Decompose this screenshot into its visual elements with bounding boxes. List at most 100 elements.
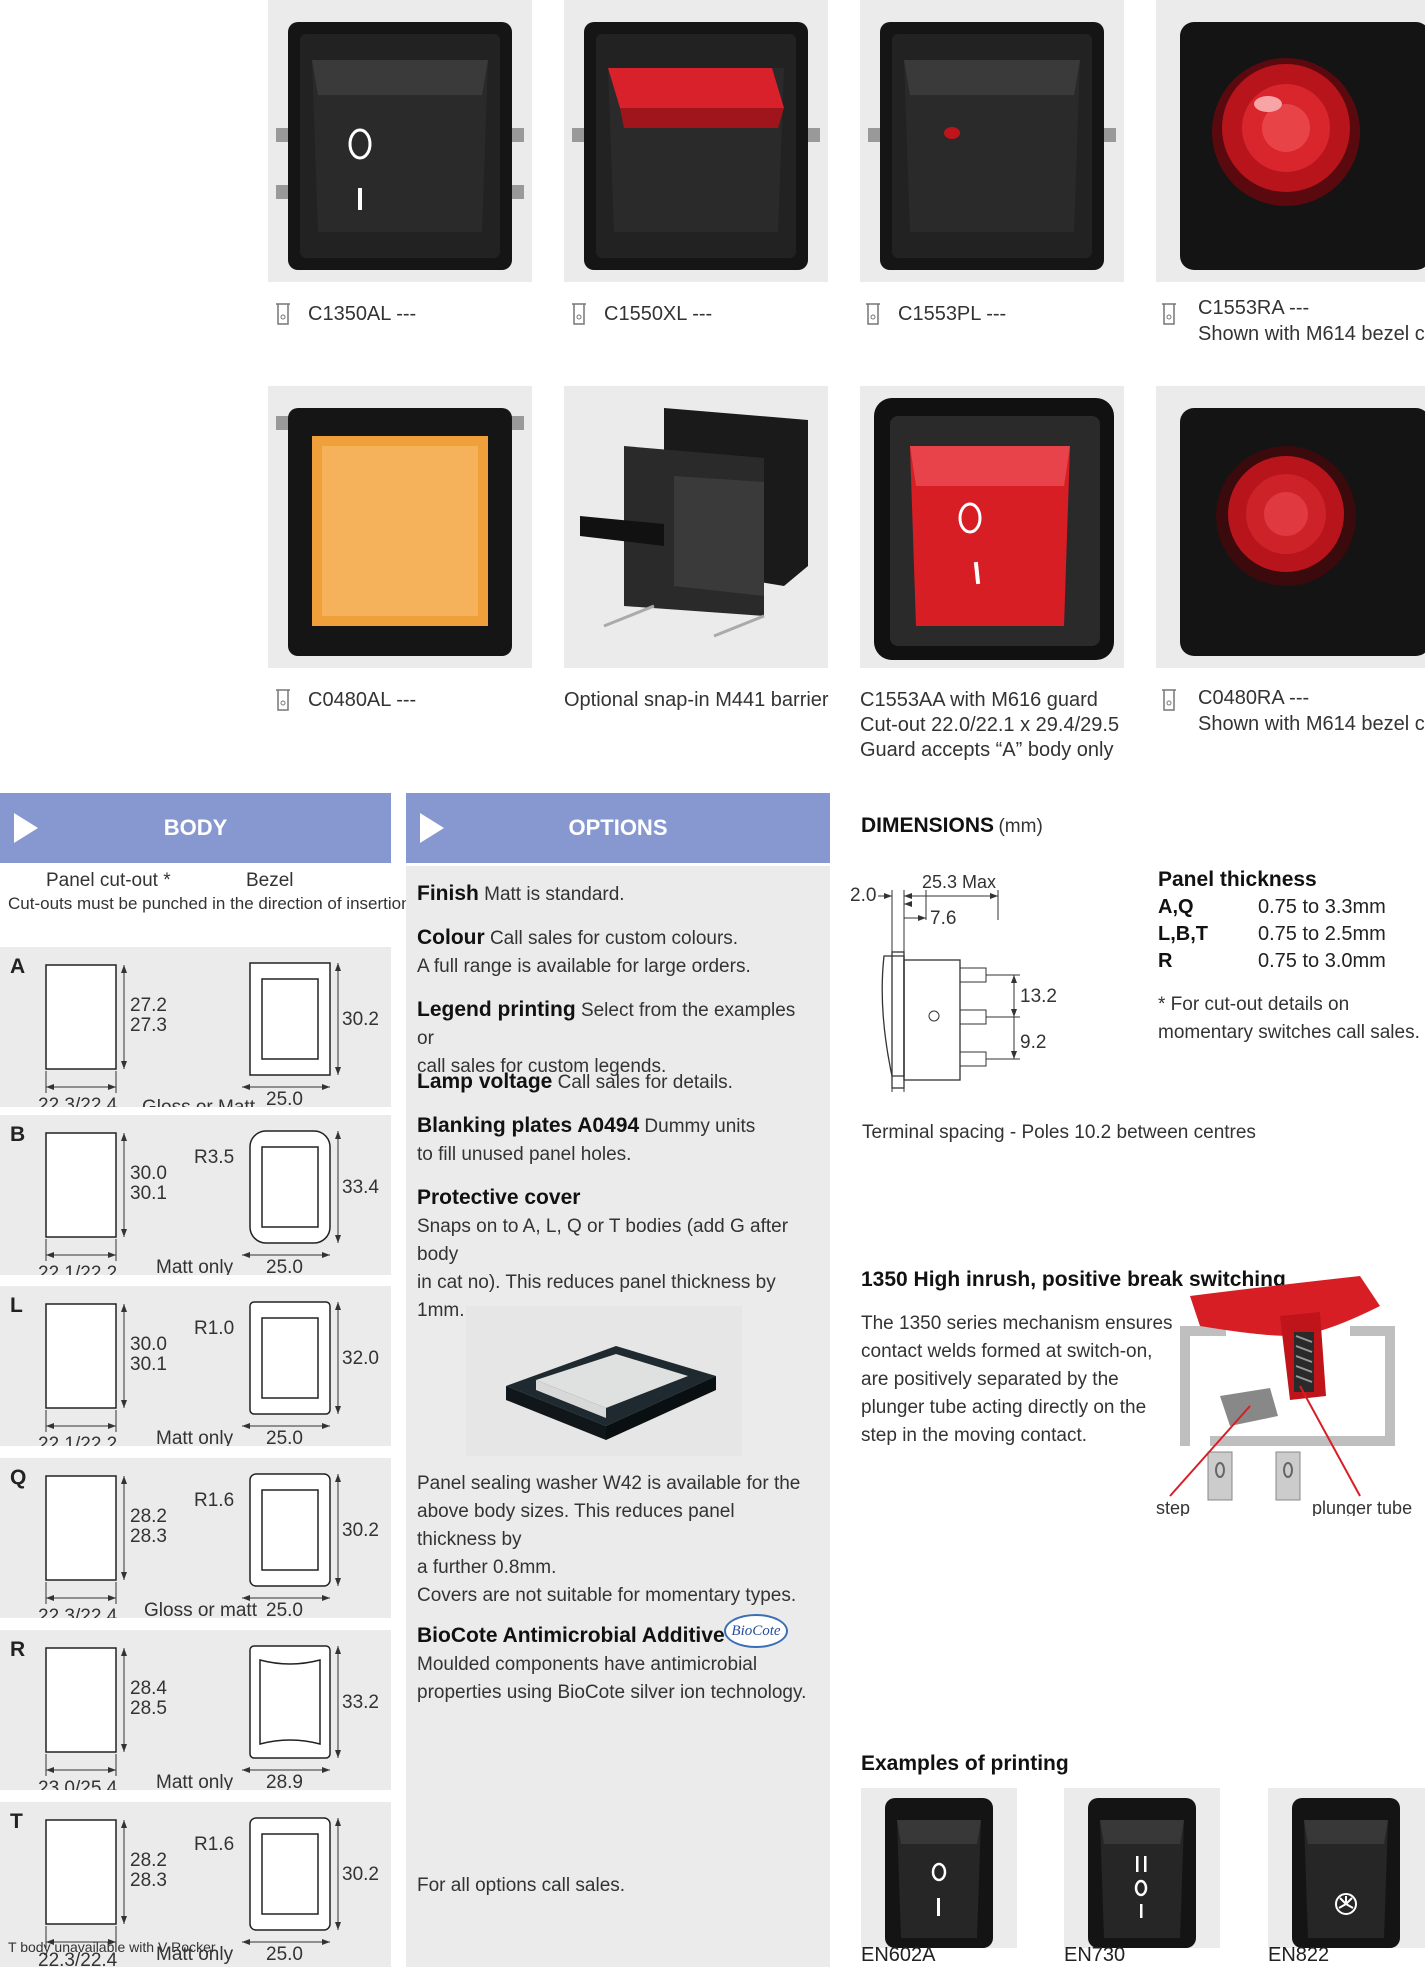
arrow-right-icon [420, 813, 444, 843]
cutout-height-min: 28.2 [130, 1850, 167, 1871]
cutout-height-max: 27.3 [130, 1015, 167, 1036]
product-code: C1350AL --- [308, 303, 417, 325]
terminal-icon [276, 689, 290, 711]
product-photo-c1553pl [860, 0, 1124, 282]
bezel-width: 25.0 [266, 1257, 303, 1275]
printing-example-en730 [1064, 1788, 1220, 1948]
terminal-icon [866, 303, 880, 325]
bezel-height: 30.2 [342, 1864, 379, 1885]
bezel-width: 28.9 [266, 1772, 303, 1790]
bezel-height: 33.2 [342, 1692, 379, 1713]
product-code: Optional snap-in M441 barrier [564, 689, 829, 711]
body-row-r: R 28.4 28.5 23.0/25.4 Matt only 33.2 [0, 1630, 391, 1790]
body-letter: B [10, 1123, 26, 1146]
bezel-width: 25.0 [266, 1944, 303, 1965]
product-code: C0480AL --- [308, 689, 417, 711]
option-washer: Panel sealing washer W42 is available fo… [417, 1473, 801, 1606]
printing-title: Examples of printing [861, 1752, 1069, 1775]
bezel-finish: Matt only [156, 1428, 234, 1446]
product-photo-m441-barrier [564, 386, 828, 668]
product-note: Shown with M614 bezel cover [1198, 713, 1425, 735]
cutout-width: 22.3/22.4 [38, 1606, 118, 1618]
inrush-text: The 1350 series mechanism ensures contac… [861, 1313, 1173, 1446]
product-note: Shown with M614 bezel cover [1198, 323, 1425, 345]
cutout-width: 22.1/22.2 [38, 1263, 117, 1275]
printing-code: EN822 [1268, 1944, 1330, 1966]
option-colour: Colour Call sales for custom colours.A f… [417, 926, 751, 977]
bezel-finish: Gloss or matt [144, 1600, 258, 1618]
bezel-height: 30.2 [342, 1009, 379, 1030]
col-cutout-label: Panel cut-out * [46, 870, 171, 891]
cutout-height-max: 28.5 [130, 1698, 167, 1719]
options-header: OPTIONS [406, 793, 830, 863]
terminal-spacing: Terminal spacing - Poles 10.2 between ce… [862, 1122, 1256, 1143]
cutout-height-min: 28.4 [130, 1678, 167, 1699]
bezel-height: 30.2 [342, 1520, 379, 1541]
col-bezel-label: Bezel [246, 870, 294, 891]
inrush-title: 1350 High inrush, positive break switchi… [861, 1268, 1286, 1291]
options-footer: For all options call sales. [417, 1875, 626, 1896]
terminal-icon [572, 303, 586, 325]
dim-r1: 13.2 [1020, 986, 1057, 1007]
body-row-q: Q 28.2 28.3 22.3/22.4 Gloss or matt 30.2 [0, 1458, 391, 1618]
product-code: C0480RA --- [1198, 687, 1310, 709]
product-photo-c0480al [268, 386, 532, 668]
cutout-width: 23.0/25.4 [38, 1778, 118, 1790]
printing-example-en822 [1268, 1788, 1425, 1948]
dimension-drawing: 2.0 25.3 Max 7.6 13.2 9.2 [850, 872, 1057, 1092]
option-finish: Finish Matt is standard. [417, 882, 625, 905]
terminal-icon [1162, 689, 1176, 711]
bezel-radius: R1.6 [194, 1490, 234, 1511]
dim-left: 2.0 [850, 885, 876, 906]
terminal-icon [1162, 303, 1176, 325]
dim-r2: 9.2 [1020, 1032, 1046, 1053]
bezel-radius: R3.5 [194, 1147, 234, 1168]
dimensions-title: DIMENSIONS (mm) [861, 814, 1043, 837]
cutout-height-min: 30.0 [130, 1334, 167, 1355]
cutout-width: 22.3/22.4 [38, 1095, 118, 1107]
cutout-height-max: 28.3 [130, 1870, 167, 1891]
body-letter: A [10, 955, 26, 978]
body-letter: R [10, 1638, 26, 1661]
body-row-l: L 30.0 30.1 22.1/22.2 Matt only 32.0 [0, 1286, 391, 1446]
label-plunger: plunger tube [1312, 1498, 1412, 1516]
bezel-finish: Matt only [156, 1944, 234, 1965]
bezel-width: 25.0 [266, 1428, 303, 1446]
dim-inner: 7.6 [930, 908, 956, 929]
mechanism-diagram: step plunger tube [1156, 1276, 1412, 1516]
bezel-height: 33.4 [342, 1177, 379, 1198]
option-lamp: Lamp voltage Call sales for details. [417, 1070, 733, 1093]
product-note: Cut-out 22.0/22.1 x 29.4/29.5 [860, 714, 1120, 736]
biocote-logo: BioCote [724, 1614, 788, 1648]
product-photo-c1550xl [564, 0, 828, 282]
cutout-height-max: 28.3 [130, 1526, 167, 1547]
product-photo-c1553ra [1156, 0, 1425, 282]
cutout-height-max: 30.1 [130, 1183, 167, 1204]
body-letter: Q [10, 1466, 27, 1489]
product-note: Guard accepts “A” body only [860, 739, 1114, 761]
body-row-t: T 28.2 28.3 22.3/22.4 Matt only 30.2 [0, 1802, 391, 1967]
arrow-right-icon [14, 813, 38, 843]
body-row-b: B 30.0 30.1 22.1/22.2 Matt only 33.4 [0, 1115, 391, 1275]
cutout-note: Cut-outs must be punched in the directio… [8, 894, 411, 913]
cutout-height-min: 28.2 [130, 1506, 167, 1527]
bezel-height: 32.0 [342, 1348, 379, 1369]
bezel-radius: R1.6 [194, 1834, 234, 1855]
cutout-height-min: 27.2 [130, 995, 167, 1016]
t-body-note: T body unavailable with V Rocker [8, 1939, 216, 1955]
product-photo-c1350al [268, 0, 532, 282]
product-code: C1553AA with M616 guard [860, 689, 1098, 711]
label-step: step [1156, 1498, 1190, 1516]
bezel-radius: R1.0 [194, 1318, 234, 1339]
bezel-width: 25.0 [266, 1600, 303, 1618]
cutout-width: 22.3/22.4 [38, 1950, 118, 1967]
product-photo-c1553aa [860, 386, 1124, 668]
terminal-icon [276, 303, 290, 325]
printing-example-en602a [861, 1788, 1017, 1948]
printing-code: EN602A [861, 1944, 936, 1966]
option-biocote: BioCote Antimicrobial Additive Moulded c… [417, 1624, 807, 1703]
body-letter: T [10, 1810, 23, 1833]
